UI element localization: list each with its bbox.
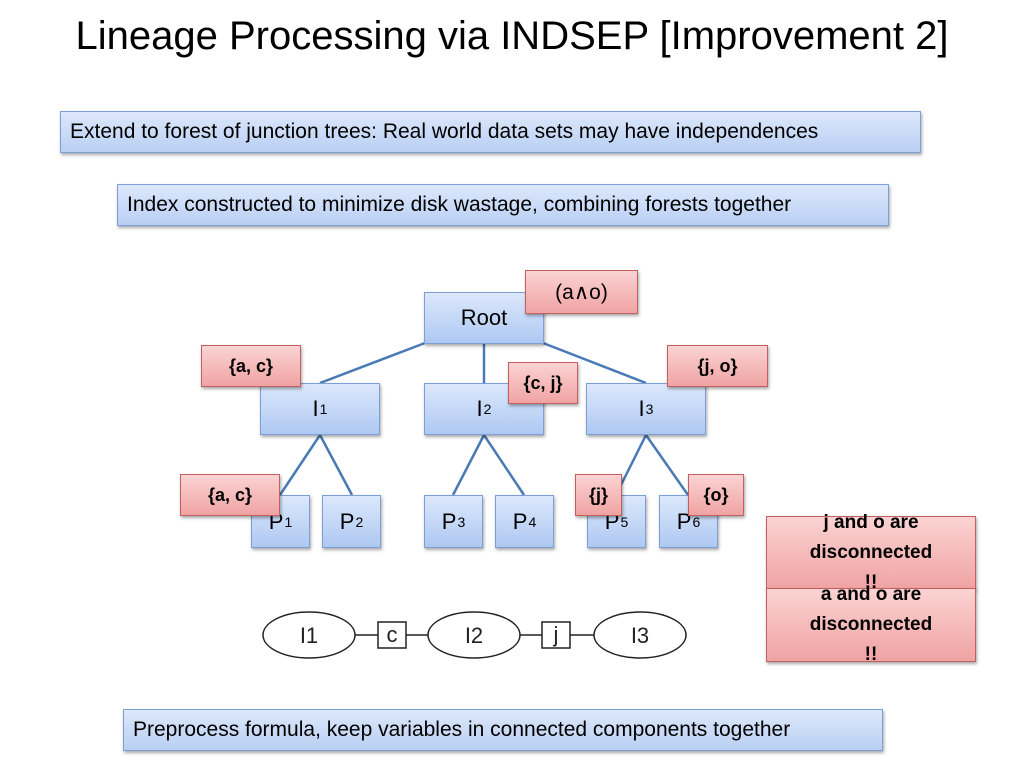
node-p3-subscript: 3	[457, 513, 466, 530]
callout-a-o-disconnected: a and o are disconnected !!	[766, 584, 976, 665]
tag-p5-vars: {j}	[575, 474, 622, 516]
junction-node-i2: I2	[465, 623, 483, 648]
node-i1-label: I	[312, 396, 319, 421]
tag-p6-vars: {o}	[688, 474, 744, 516]
tag-p1-vars: {a, c}	[180, 474, 280, 516]
tag-root-formula: (a∧o)	[525, 270, 638, 314]
junction-separator-j: j	[553, 622, 559, 647]
note-index-text: Index constructed to minimize disk wasta…	[127, 193, 792, 216]
node-p4-label: P	[512, 508, 528, 534]
junction-node-shape	[427, 611, 521, 659]
edge-root-i1	[319, 341, 426, 385]
node-i3-label: I	[638, 396, 645, 421]
node-p4-subscript: 4	[528, 513, 537, 530]
node-p6-label: P	[676, 508, 692, 534]
edge-i3-p6	[644, 434, 690, 496]
junction-node-shape	[593, 611, 687, 659]
node-p6-subscript: 6	[692, 513, 701, 530]
edge-i2-p3	[451, 434, 486, 496]
edge-root-i3	[542, 341, 647, 385]
junction-separator-shape	[541, 621, 571, 649]
tag-i2-vars: {c, j}	[508, 362, 578, 404]
edge-i2-p4	[482, 434, 526, 496]
junction-separator-c: c	[387, 622, 398, 647]
tag-i1-vars: {a, c}	[201, 345, 301, 387]
node-i3-subscript: 3	[645, 401, 654, 417]
junction-node-i1: I1	[300, 623, 318, 648]
junction-node-shape	[262, 611, 356, 659]
node-p2-subscript: 2	[355, 513, 364, 530]
slide-title: Lineage Processing via INDSEP [Improveme…	[75, 14, 949, 58]
note-index-constructed: Index constructed to minimize disk wasta…	[117, 184, 889, 226]
node-p2-label: P	[339, 508, 355, 534]
edge-i1-p2	[318, 434, 354, 496]
node-i2-label: I	[476, 396, 483, 421]
callout-j-o-disconnected: j and o are disconnected !!	[766, 512, 976, 593]
note-preprocess-formula: Preprocess formula, keep variables in co…	[123, 709, 883, 751]
node-p1-subscript: 1	[284, 513, 293, 530]
junction-node-i3: I3	[631, 623, 649, 648]
tree-node-root: Root	[424, 292, 544, 344]
note-extend-forest: Extend to forest of junction trees: Real…	[60, 111, 921, 153]
tag-i3-vars: {j, o}	[667, 345, 768, 387]
note-extend-text: Extend to forest of junction trees: Real…	[70, 120, 819, 143]
node-p3-label: P	[441, 508, 457, 534]
node-i2-subscript: 2	[483, 401, 492, 417]
edge-i1-p1	[278, 434, 322, 496]
node-p5-subscript: 5	[620, 513, 629, 530]
note-preprocess-text: Preprocess formula, keep variables in co…	[133, 718, 791, 741]
junction-separator-shape	[377, 621, 407, 649]
node-i1-subscript: 1	[319, 401, 328, 417]
